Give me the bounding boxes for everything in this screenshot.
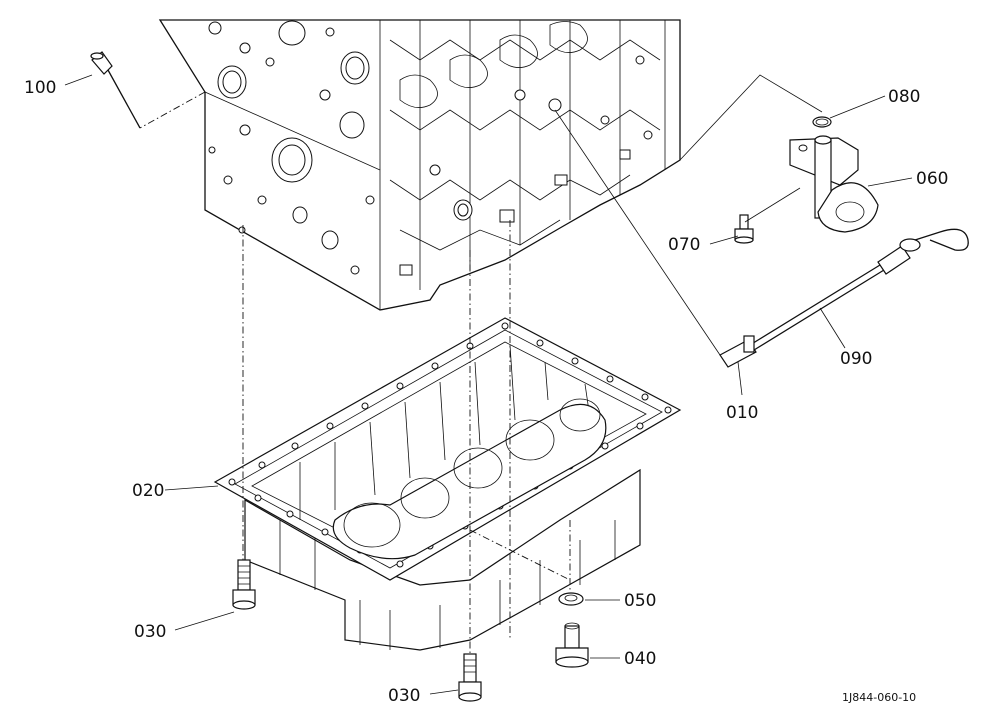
label-030-left: 030 [134,622,166,642]
label-080: 080 [888,87,920,107]
label-050: 050 [624,591,656,611]
label-030-bottom: 030 [388,686,420,706]
part-040-drain-plug [555,622,589,668]
leader-lines [64,74,913,695]
assembly-centerlines [139,91,571,655]
part-060-dipstick-guide [789,135,879,233]
part-090-dipstick [749,228,969,351]
label-010: 010 [726,403,758,423]
label-060: 060 [916,169,948,189]
part-050-washer [558,592,584,606]
label-040: 040 [624,649,656,669]
label-100: 100 [24,78,56,98]
part-010-fitting [719,335,757,368]
part-070-bolt [734,214,754,244]
part-100-plug [90,51,141,129]
drawing-code: 1J844-060-10 [842,691,916,704]
oil-pan [213,317,682,651]
part-030-bolt-left [232,559,256,610]
engine-block [158,19,681,311]
label-070: 070 [668,235,700,255]
part-030-bolt-bottom [458,653,482,702]
part-080-o-ring [812,116,832,128]
label-090: 090 [840,349,872,369]
label-020: 020 [132,481,164,501]
